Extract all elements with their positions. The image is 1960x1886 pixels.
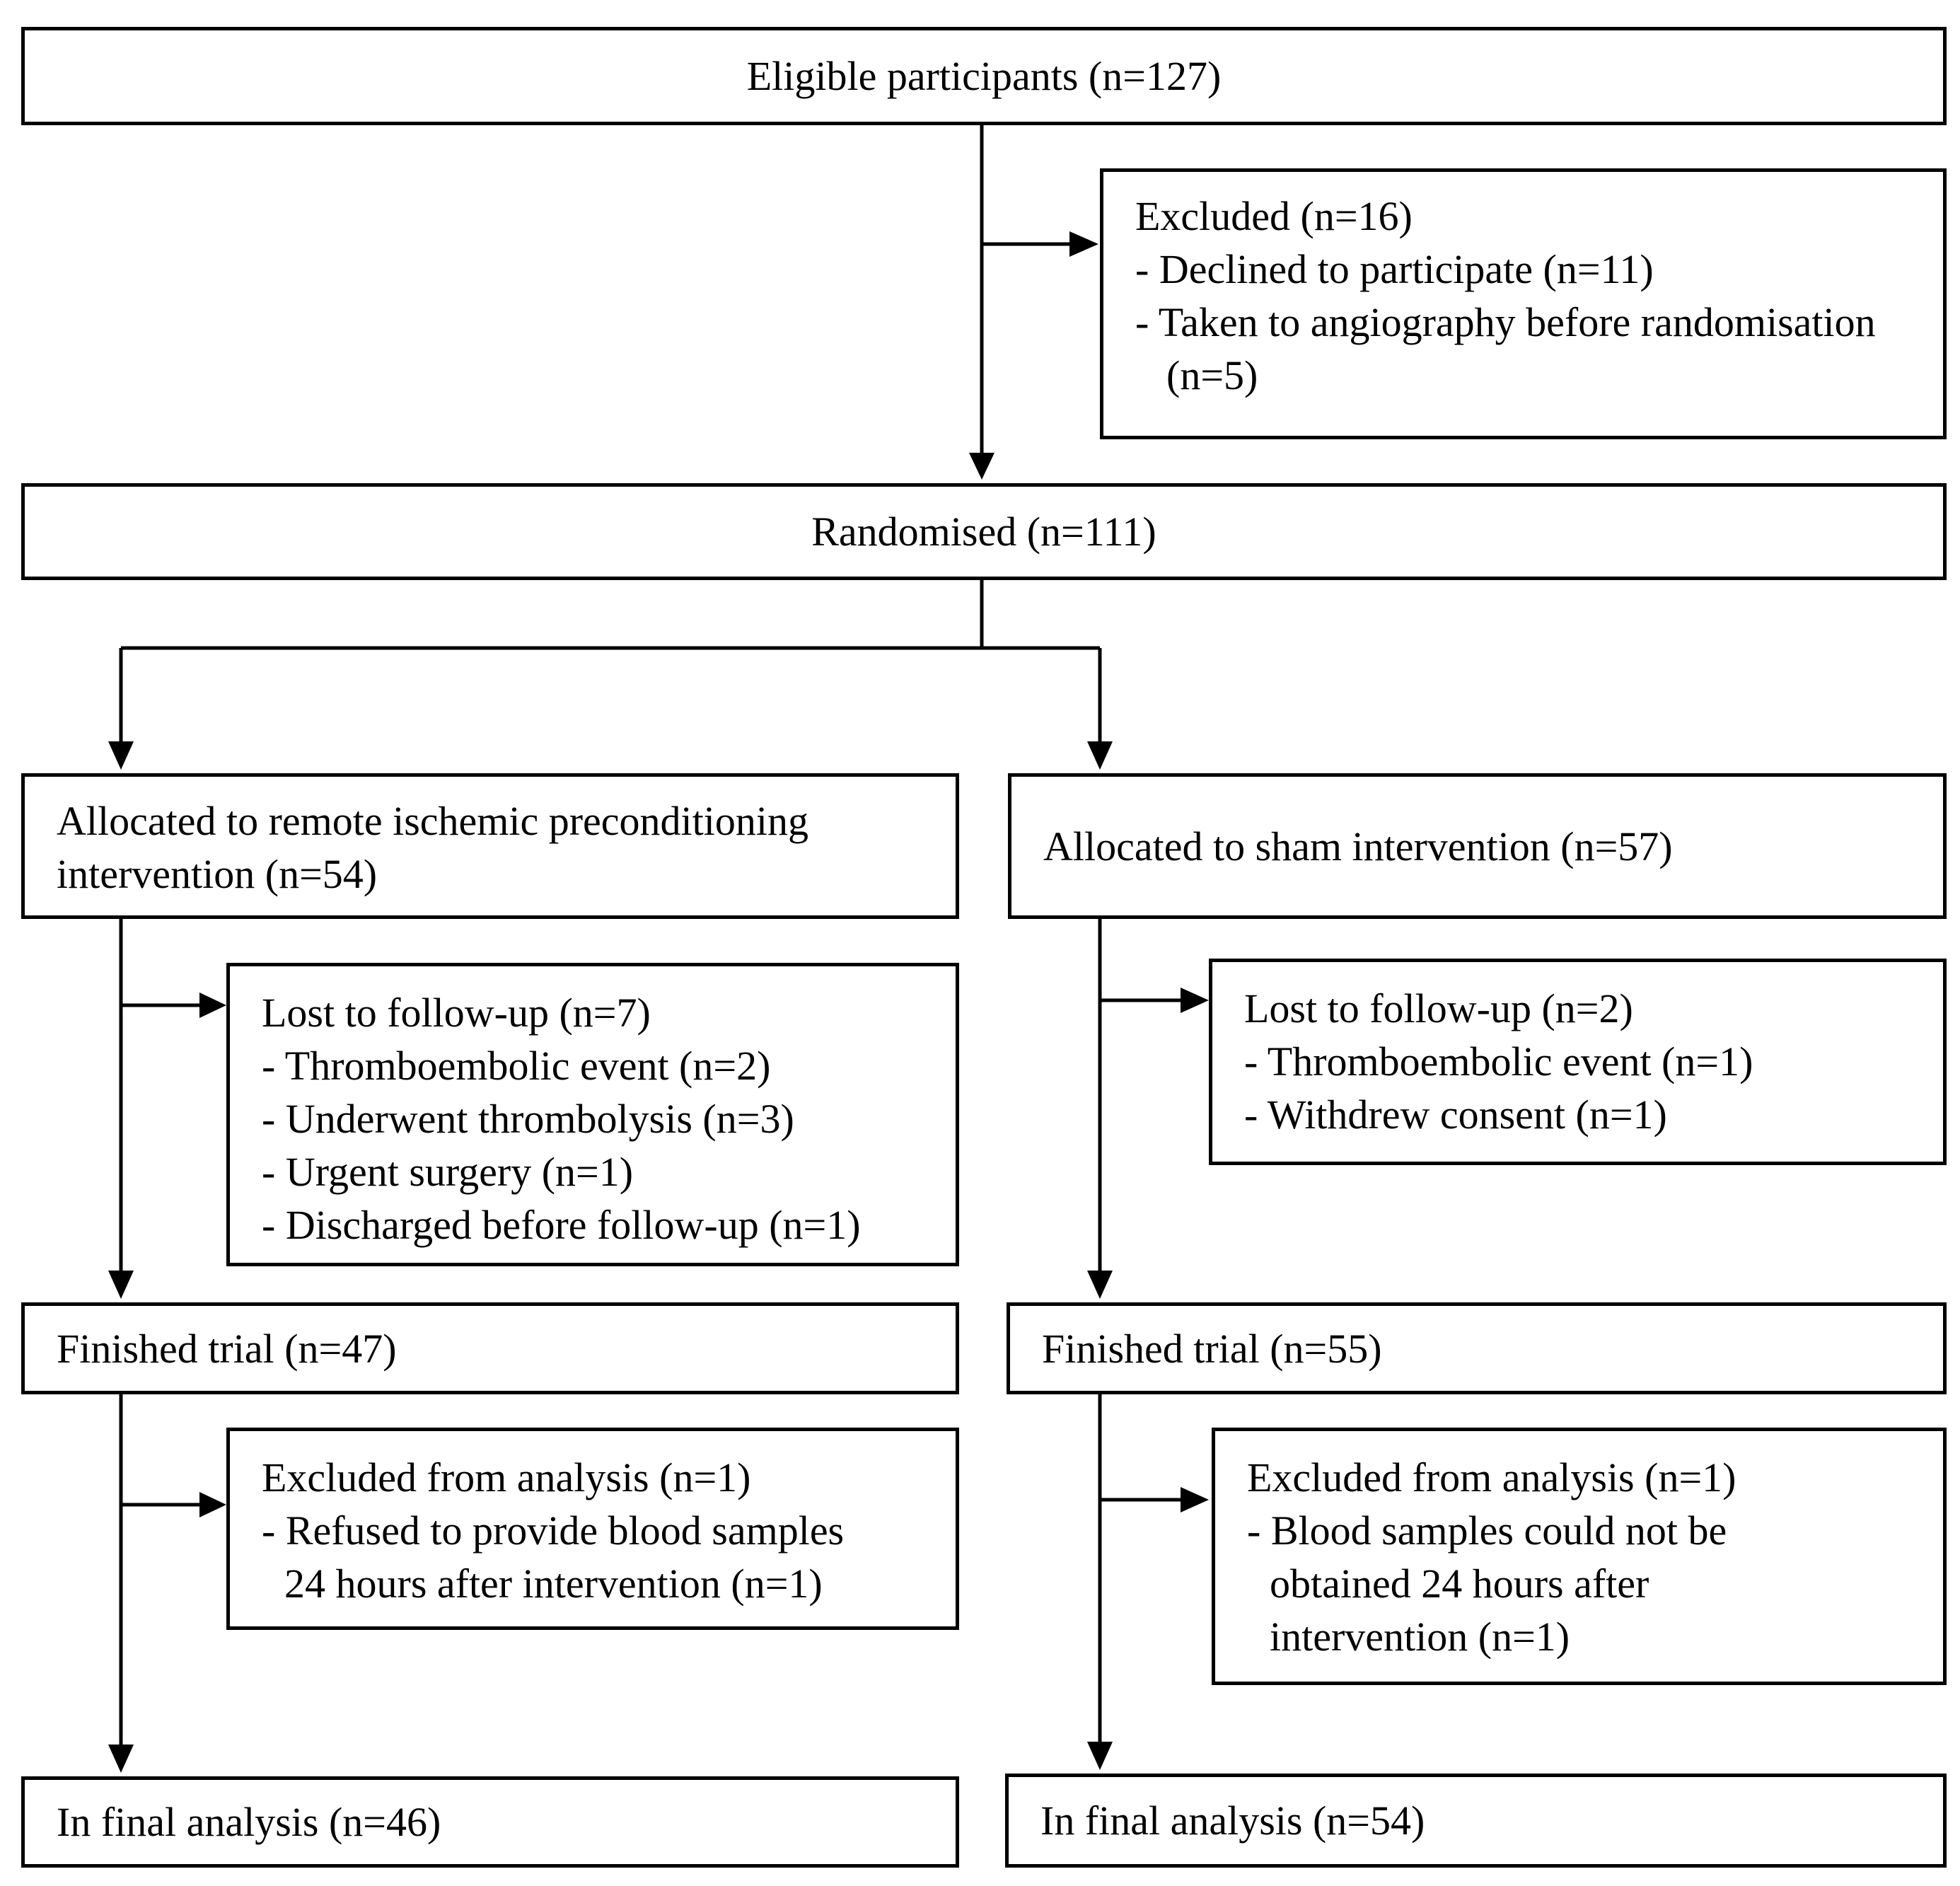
ric-allocated-line2: intervention (n=54) bbox=[57, 851, 378, 897]
ric-finished-label: Finished trial (n=47) bbox=[57, 1325, 397, 1372]
sham-lost-item-withdrew: - Withdrew consent (n=1) bbox=[1244, 1092, 1667, 1138]
randomised-label: Randomised (n=111) bbox=[811, 509, 1156, 555]
sham-lost-title: Lost to follow-up (n=2) bbox=[1244, 985, 1633, 1031]
arrowhead-ric-final bbox=[108, 1745, 134, 1773]
sham-final-box: In final analysis (n=54) bbox=[1005, 1774, 1947, 1868]
excluded-item-angiography: - Taken to angiography before randomisat… bbox=[1135, 299, 1876, 345]
sham-lost-item-thromboembolic: - Thromboembolic event (n=1) bbox=[1244, 1039, 1753, 1084]
sham-final-label: In final analysis (n=54) bbox=[1040, 1798, 1425, 1844]
ric-lost-item-discharged: - Discharged before follow-up (n=1) bbox=[262, 1202, 861, 1248]
arrowhead-ric-lost bbox=[199, 993, 226, 1018]
excluded-item-declined: - Declined to participate (n=11) bbox=[1135, 246, 1654, 292]
arrowhead-sham-finished bbox=[1087, 1271, 1113, 1299]
arrowhead-ric-excluded bbox=[199, 1492, 226, 1517]
sham-allocated-box: Allocated to sham intervention (n=57) bbox=[1008, 773, 1947, 919]
ric-lost-item-thrombolysis: - Underwent thrombolysis (n=3) bbox=[262, 1096, 794, 1142]
sham-excluded-analysis-title: Excluded from analysis (n=1) bbox=[1247, 1454, 1736, 1500]
ric-final-label: In final analysis (n=46) bbox=[57, 1799, 441, 1845]
ric-lost-title: Lost to follow-up (n=7) bbox=[262, 990, 651, 1036]
excluded-box: Excluded (n=16) - Declined to participat… bbox=[1100, 168, 1947, 439]
ric-excluded-analysis-title: Excluded from analysis (n=1) bbox=[262, 1454, 751, 1500]
ric-excluded-analysis-box: Excluded from analysis (n=1) - Refused t… bbox=[226, 1428, 959, 1630]
excluded-item-angiography-count: (n=5) bbox=[1166, 352, 1258, 398]
excluded-title: Excluded (n=16) bbox=[1135, 193, 1413, 239]
ric-allocated-line1: Allocated to remote ischemic preconditio… bbox=[57, 798, 809, 844]
arrowhead-ric-finished bbox=[108, 1271, 134, 1299]
sham-lost-box: Lost to follow-up (n=2) - Thromboembolic… bbox=[1209, 959, 1947, 1165]
sham-excluded-analysis-box: Excluded from analysis (n=1) - Blood sam… bbox=[1212, 1428, 1947, 1685]
ric-excluded-analysis-item-1: - Refused to provide blood samples bbox=[262, 1508, 845, 1554]
arrowhead-sham-final bbox=[1087, 1742, 1113, 1770]
ric-lost-item-surgery: - Urgent surgery (n=1) bbox=[262, 1149, 634, 1195]
sham-excluded-analysis-item-1: - Blood samples could not be bbox=[1247, 1508, 1727, 1554]
ric-lost-item-thromboembolic: - Thromboembolic event (n=2) bbox=[262, 1043, 771, 1089]
ric-lost-box: Lost to follow-up (n=7) - Thromboembolic… bbox=[226, 963, 959, 1266]
arrowhead-sham-excluded bbox=[1181, 1487, 1209, 1512]
arrowhead-sham-allocated bbox=[1087, 741, 1113, 770]
sham-excluded-analysis-item-3: intervention (n=1) bbox=[1270, 1614, 1570, 1660]
ric-allocated-box: Allocated to remote ischemic preconditio… bbox=[21, 773, 959, 919]
arrowhead-randomised bbox=[969, 453, 995, 480]
sham-excluded-analysis-item-2: obtained 24 hours after bbox=[1270, 1561, 1649, 1607]
arrowhead-excluded bbox=[1069, 231, 1098, 257]
arrowhead-ric-allocated bbox=[108, 741, 134, 770]
sham-finished-box: Finished trial (n=55) bbox=[1007, 1302, 1947, 1394]
arrowhead-sham-lost bbox=[1181, 988, 1209, 1013]
randomised-box: Randomised (n=111) bbox=[21, 483, 1947, 580]
eligible-label: Eligible participants (n=127) bbox=[746, 53, 1222, 99]
sham-allocated-label: Allocated to sham intervention (n=57) bbox=[1043, 823, 1673, 869]
ric-final-box: In final analysis (n=46) bbox=[21, 1776, 959, 1868]
ric-excluded-analysis-item-2: 24 hours after intervention (n=1) bbox=[284, 1561, 823, 1607]
sham-finished-label: Finished trial (n=55) bbox=[1042, 1325, 1382, 1372]
ric-finished-box: Finished trial (n=47) bbox=[21, 1302, 959, 1394]
eligible-box: Eligible participants (n=127) bbox=[21, 27, 1947, 125]
